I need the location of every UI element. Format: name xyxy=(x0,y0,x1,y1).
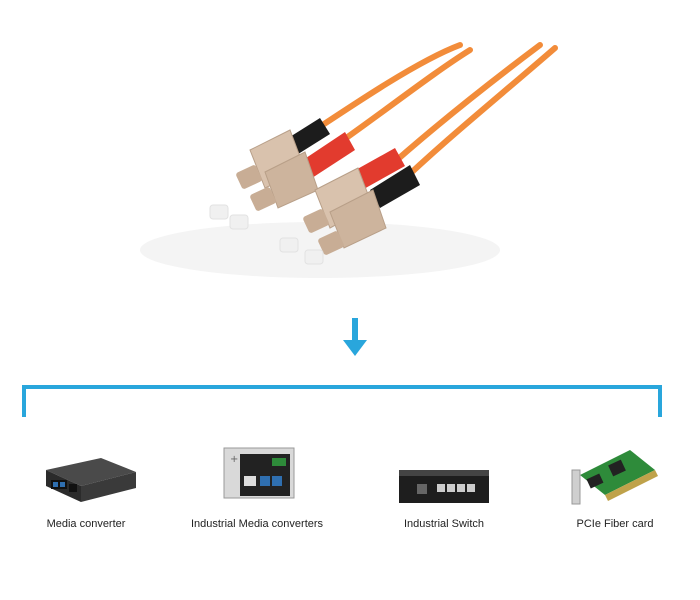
pcie-fiber-card-icon xyxy=(571,450,658,505)
device-industrial-media-converter: + Industrial Media converters xyxy=(177,440,337,530)
device-label: Industrial Media converters xyxy=(190,518,324,530)
industrial-switch-icon xyxy=(399,470,489,503)
fiber-patch-cable-image xyxy=(140,42,558,278)
device-label: Media converter xyxy=(46,518,126,530)
svg-text:+: + xyxy=(230,454,238,465)
device-industrial-switch: Industrial Switch xyxy=(364,440,524,530)
media-converter-icon xyxy=(46,458,136,502)
distribution-bracket xyxy=(22,385,662,417)
industrial-media-converter-icon: + xyxy=(223,447,295,499)
device-media-converter: Media converter xyxy=(6,440,166,530)
right-connector-pair xyxy=(303,148,420,255)
device-label: PCIe Fiber card xyxy=(576,518,654,530)
arrow-down-icon xyxy=(343,318,367,356)
dust-caps xyxy=(209,204,324,265)
cable-strands xyxy=(297,42,558,191)
device-pcie-fiber-card: PCIe Fiber card xyxy=(535,440,695,530)
left-connector-pair xyxy=(236,118,355,211)
device-label: Industrial Switch xyxy=(403,518,485,530)
